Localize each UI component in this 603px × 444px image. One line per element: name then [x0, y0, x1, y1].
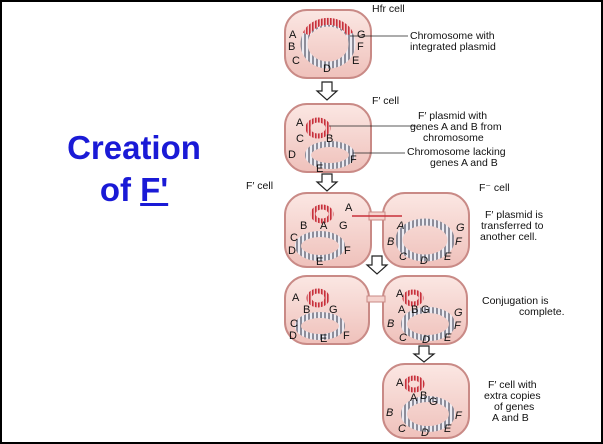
gene-d: D	[323, 63, 331, 75]
callout-text: chromosome	[423, 132, 484, 144]
fprime-cell-label: F′ cell	[246, 180, 273, 192]
gene-b: B	[288, 41, 295, 53]
down-arrow-icon	[414, 346, 434, 362]
down-arrow-icon	[367, 256, 387, 274]
gene-a: A	[320, 220, 328, 232]
gene-d: D	[289, 330, 297, 342]
gene-c: C	[296, 133, 304, 145]
gene-c: C	[399, 332, 407, 344]
gene-a: A	[296, 117, 304, 129]
gene-g: G	[339, 220, 348, 232]
gene-e: E	[444, 332, 452, 344]
callout-text: A and B	[492, 412, 529, 424]
gene-d: D	[421, 427, 429, 439]
gene-b: B	[387, 236, 394, 248]
stage3-transfer: F′ cell F⁻ cell A B A G C D E F A G B F …	[246, 180, 544, 268]
gene-g: G	[357, 29, 366, 41]
gene-g: G	[454, 307, 463, 319]
gene-b: B	[326, 133, 333, 145]
gene-e: E	[320, 333, 327, 345]
gene-f: F	[350, 154, 357, 166]
gene-f: F	[344, 245, 351, 257]
gene-e: E	[444, 251, 452, 263]
callout-text: another cell.	[480, 231, 537, 243]
gene-c: C	[290, 232, 298, 244]
gene-a: A	[410, 392, 418, 404]
stage4-complete: A B G C D E F A A B G G B F C D E Conjug…	[285, 276, 565, 346]
gene-e: E	[316, 256, 323, 268]
gene-c: C	[292, 55, 300, 67]
gene-f: F	[343, 330, 350, 342]
gene-a: A	[396, 220, 404, 232]
gene-e: E	[444, 423, 452, 435]
gene-a: A	[289, 29, 297, 41]
gene-g: G	[421, 304, 430, 316]
fprime-cell-label: F′ cell	[372, 95, 399, 107]
down-arrow-icon	[317, 82, 337, 100]
gene-d: D	[420, 255, 428, 267]
conjugation-bridge	[367, 296, 385, 302]
gene-e: E	[352, 55, 359, 67]
gene-b: B	[387, 318, 394, 330]
gene-a: A	[396, 377, 404, 389]
gene-b: B	[411, 304, 418, 316]
gene-a: A	[398, 304, 406, 316]
gene-g: G	[456, 222, 465, 234]
gene-c: C	[399, 251, 407, 263]
gene-e: E	[316, 163, 323, 175]
gene-a: A	[345, 202, 353, 214]
stage1-hfr: Hfr cell A G B F C D E Chromosome with i…	[285, 3, 496, 78]
gene-a: A	[396, 288, 404, 300]
gene-c: C	[290, 318, 298, 330]
stage5-result: A A B G B F C D E F′ cell with extra cop…	[383, 364, 541, 439]
gene-b: B	[303, 304, 310, 316]
callout-text: complete.	[519, 306, 565, 318]
gene-d: D	[288, 149, 296, 161]
gene-c: C	[398, 423, 406, 435]
gene-d: D	[288, 245, 296, 257]
gene-b: B	[386, 407, 393, 419]
gene-d: D	[422, 334, 430, 346]
gene-b: B	[300, 220, 307, 232]
gene-g: G	[429, 396, 438, 408]
callout-text: genes A and B	[430, 157, 498, 169]
gene-a: A	[292, 292, 300, 304]
gene-g: G	[329, 304, 338, 316]
down-arrow-icon	[317, 174, 337, 191]
hfr-cell-label: Hfr cell	[372, 3, 405, 15]
callout-text: integrated plasmid	[410, 41, 496, 53]
fminus-cell-label: F⁻ cell	[479, 182, 510, 194]
gene-b: B	[420, 390, 427, 402]
stage2-fprime: F′ cell A B C D E F F′ plasmid with gene…	[285, 95, 506, 175]
gene-f: F	[357, 41, 364, 53]
